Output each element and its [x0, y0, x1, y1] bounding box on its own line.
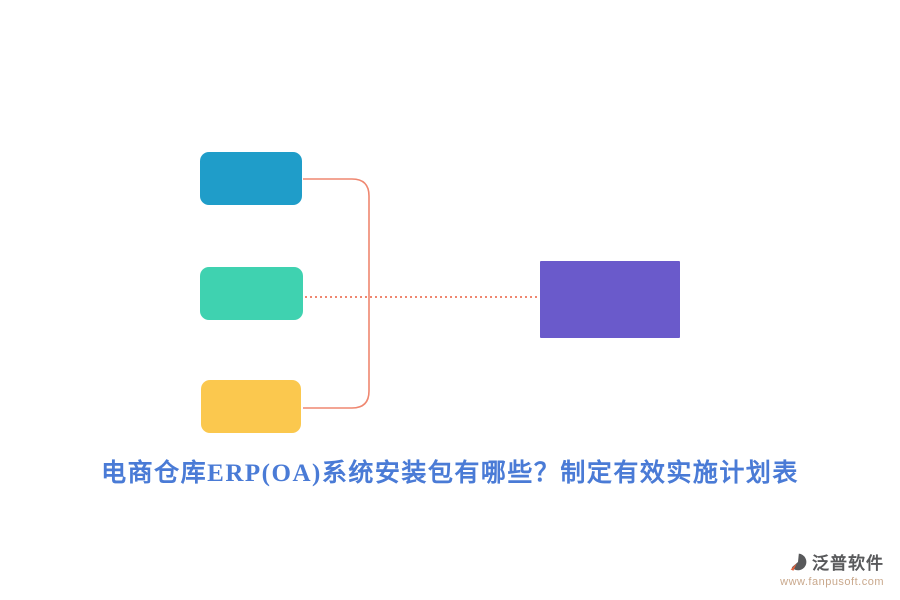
- bracket-connector: [303, 178, 370, 409]
- brand-row: 泛普软件: [780, 549, 884, 574]
- page-title: 电商仓库ERP(OA)系统安装包有哪些？制定有效实施计划表: [101, 460, 799, 487]
- diagram-box-bottom: [201, 380, 301, 433]
- brand-name: 泛普软件: [812, 554, 884, 573]
- diagram-box-top: [200, 152, 302, 205]
- diagram-box-middle: [200, 267, 303, 320]
- brand-website: www.fanpusoft.com: [780, 576, 884, 588]
- fanpu-logo-icon: [790, 553, 807, 571]
- diagram-box-result: [540, 261, 680, 338]
- footer-brand: 泛普软件 www.fanpusoft.com: [780, 549, 884, 588]
